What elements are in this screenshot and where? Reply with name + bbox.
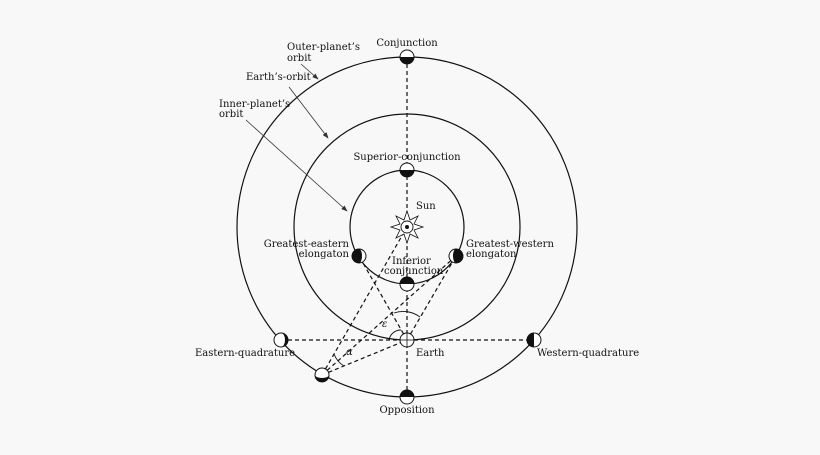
- earth-label: Earth: [416, 348, 445, 359]
- planet-conjunction: [399, 49, 415, 65]
- outer-planet-earth-line: [321, 339, 408, 376]
- inferior-conjunction-label-line2: conjunction: [384, 266, 444, 277]
- outer-planet-to-western-line: [321, 255, 457, 376]
- planet-opposition: [399, 389, 415, 405]
- western-quadrature-label: Western-quadrature: [537, 348, 639, 359]
- sun-icon: [389, 209, 425, 245]
- planet-greatest-western-elongation: [448, 248, 464, 264]
- alpha-arc: [333, 353, 345, 367]
- earth-orbit-label: Earth’s-orbit: [246, 72, 311, 83]
- western-elongation-line: [406, 255, 457, 341]
- greatest-eastern-label-line1: Greatest-eastern: [264, 239, 350, 250]
- epsilon-arc: [388, 329, 402, 341]
- eastern-quadrature-label: Eastern-quadrature: [195, 348, 295, 359]
- planet-superior-conjunction: [399, 162, 415, 178]
- opposition-label: Opposition: [379, 405, 435, 416]
- eastern-elongation-line: [358, 255, 408, 341]
- planet-outer-general: [314, 367, 330, 383]
- earth-orbit-pointer: [288, 86, 329, 139]
- epsilon-outer-arc: [393, 311, 421, 318]
- alpha-symbol: α: [346, 347, 353, 358]
- outer-orbit-pointer: [300, 63, 319, 80]
- epsilon-symbol: ε: [382, 319, 387, 330]
- sun-label: Sun: [416, 201, 436, 212]
- outer-orbit-label-line2: orbit: [287, 53, 311, 64]
- planet-western-quadrature: [526, 332, 542, 348]
- inner-orbit-pointer: [245, 119, 348, 212]
- inferior-conjunction-label-line1: Inferior: [392, 256, 431, 267]
- superior-conjunction-label: Superior-conjunction: [353, 152, 461, 163]
- inner-orbit-label-line2: orbit: [219, 109, 243, 120]
- outer-orbit-label-line1: Outer-planet’s: [287, 42, 360, 53]
- planet-greatest-eastern-elongation: [351, 248, 367, 264]
- greatest-eastern-label-line2: elongaton: [299, 249, 350, 260]
- earth-icon: [399, 332, 415, 348]
- greatest-western-label-line2: elongaton: [466, 249, 517, 260]
- inner-orbit-label-line1: Inner-planet’s: [219, 99, 290, 110]
- outer-planet-sun-line: [321, 226, 408, 376]
- conjunction-label: Conjunction: [376, 38, 438, 49]
- greatest-western-label-line1: Greatest-western: [466, 239, 554, 250]
- planet-eastern-quadrature: [273, 332, 289, 348]
- planet-inferior-conjunction: [399, 276, 415, 292]
